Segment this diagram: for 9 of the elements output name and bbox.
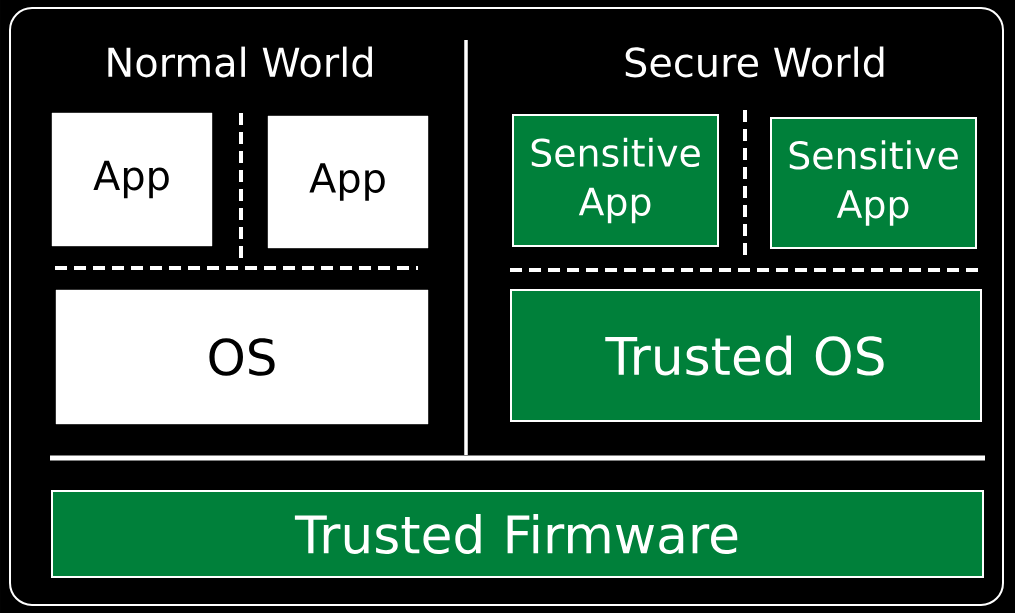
process-box: OS bbox=[55, 289, 429, 425]
section-heading: Secure World bbox=[625, 46, 884, 78]
process-box: App bbox=[267, 115, 429, 249]
process-box: App bbox=[51, 112, 213, 247]
process-box: Trusted OS bbox=[510, 289, 982, 422]
process-box: Sensitive App bbox=[770, 117, 977, 249]
section-heading: Normal World bbox=[108, 46, 372, 78]
process-box: Sensitive App bbox=[512, 114, 719, 247]
firmware-bar: Trusted Firmware bbox=[51, 490, 984, 578]
